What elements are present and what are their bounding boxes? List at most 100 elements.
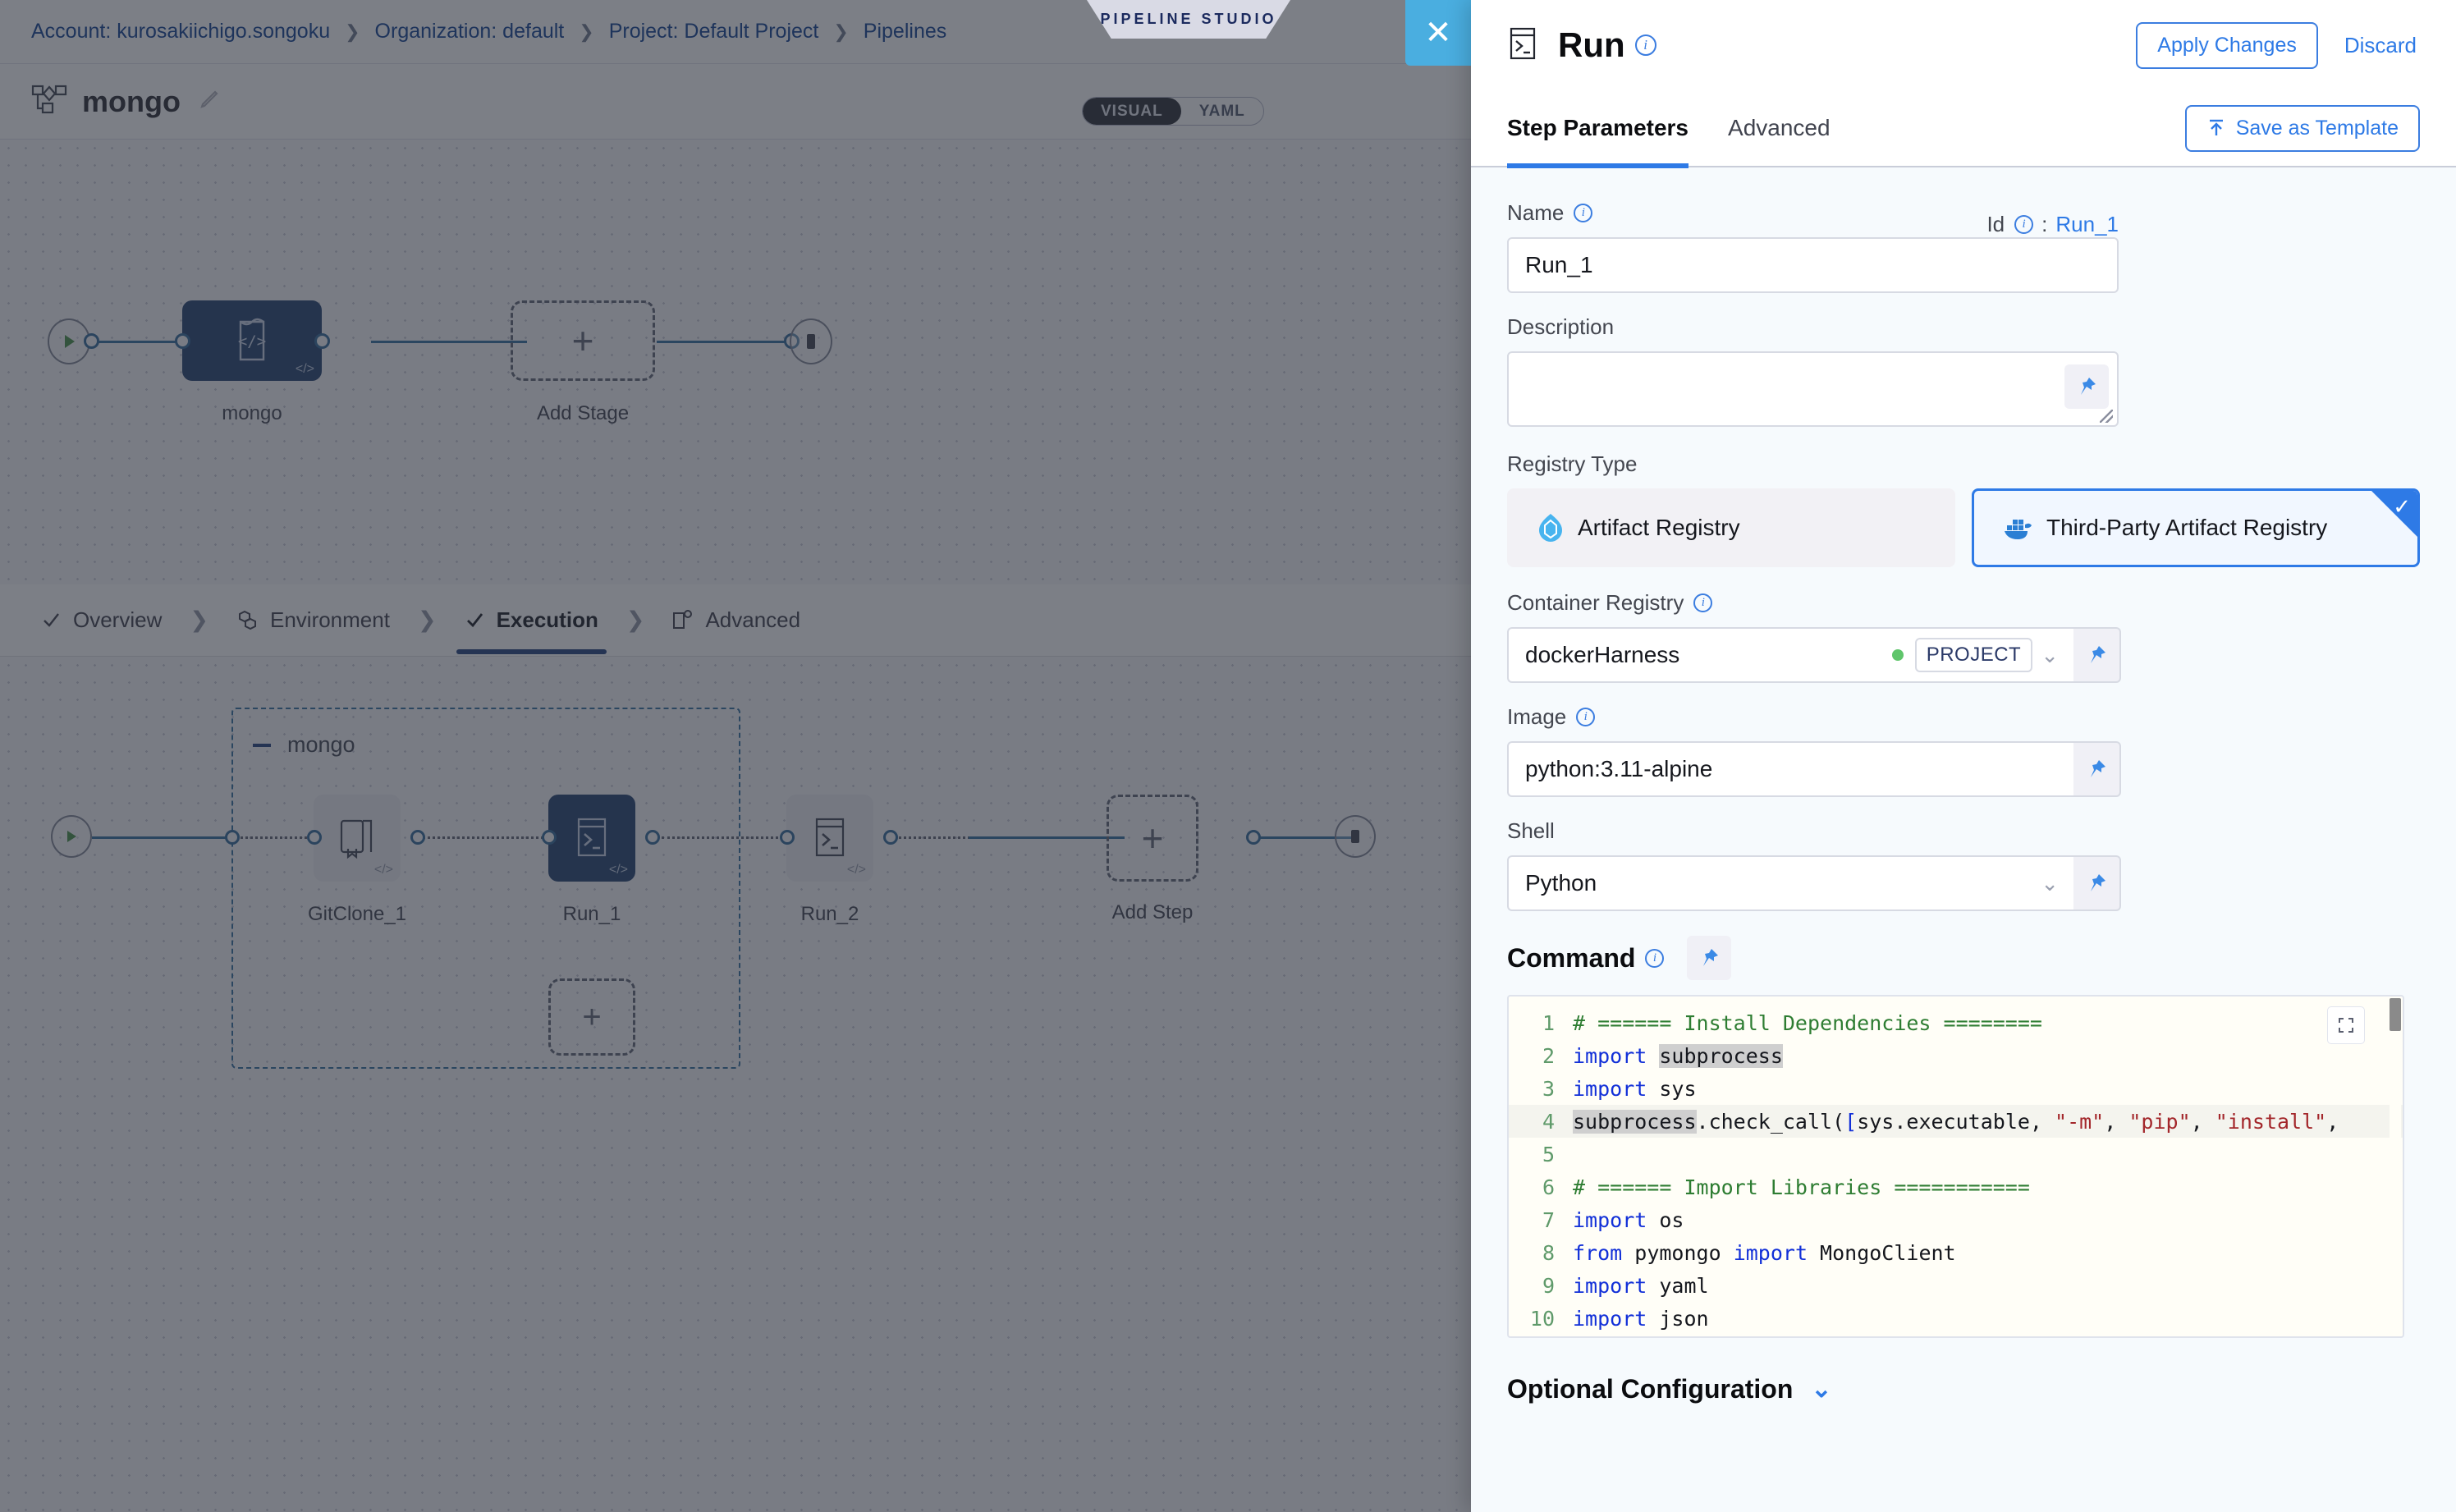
save-as-template-button[interactable]: Save as Template [2184, 104, 2420, 152]
check-icon [41, 610, 62, 630]
breadcrumb-separator-icon: ❯ [579, 21, 594, 42]
stage-tab-overview[interactable]: Overview [41, 607, 162, 633]
stage-node-label: mongo [222, 402, 282, 424]
info-icon[interactable]: i [2014, 215, 2034, 234]
step-node-label: GitClone_1 [307, 903, 407, 925]
connector [90, 341, 182, 343]
code-line: 5 [1509, 1138, 2403, 1171]
port-dot [175, 333, 190, 349]
tab-step-parameters[interactable]: Step Parameters [1507, 89, 1689, 168]
command-code-editor[interactable]: 1# ====== Install Dependencies ========2… [1507, 995, 2404, 1338]
chevron-down-icon[interactable]: ⌄ [2041, 642, 2059, 667]
code-line-number: 3 [1542, 1076, 1555, 1101]
code-line-text[interactable]: import os [1573, 1207, 1684, 1232]
shell-row: Python ⌄ [1507, 855, 2420, 911]
tab-separator-icon: ❯ [625, 607, 645, 632]
pin-icon[interactable] [2064, 364, 2109, 409]
visual-yaml-toggle[interactable]: VISUAL YAML [1082, 97, 1264, 126]
registry-option-artifact-registry[interactable]: Artifact Registry [1507, 488, 1955, 567]
add-step-button[interactable]: + [1107, 795, 1198, 882]
code-line-text[interactable]: from pymongo import MongoClient [1573, 1240, 1956, 1265]
description-textarea[interactable] [1507, 351, 2119, 427]
pin-icon[interactable] [2073, 855, 2121, 911]
add-stage-button[interactable]: + [511, 300, 655, 381]
stage-tab-label: Execution [496, 607, 598, 632]
chevron-down-icon[interactable]: ⌄ [1811, 1376, 1832, 1403]
breadcrumb-item-pipelines[interactable]: Pipelines [863, 20, 947, 43]
optional-configuration-toggle[interactable]: Optional Configuration ⌄ [1507, 1374, 2420, 1404]
resize-grip-icon[interactable] [2100, 410, 2113, 423]
toggle-yaml[interactable]: YAML [1198, 102, 1245, 120]
step-id-display: Id i : Run_1 [1986, 212, 2119, 237]
port-dot [410, 830, 425, 845]
info-icon[interactable]: i [1576, 708, 1596, 726]
image-input[interactable]: python:3.11-alpine [1507, 741, 2073, 797]
collapse-icon[interactable] [253, 743, 271, 747]
code-line-text[interactable]: import sys [1573, 1076, 1697, 1101]
container-registry-label: Container Registry [1507, 590, 1684, 615]
pin-icon[interactable] [1687, 936, 1732, 980]
code-line-text[interactable]: # ====== Install Dependencies ======== [1573, 1010, 2042, 1035]
terminal-icon [577, 818, 607, 857]
step-node-run-2[interactable]: </> [786, 795, 873, 882]
code-line-number: 7 [1542, 1207, 1555, 1232]
code-line-number: 4 [1542, 1109, 1555, 1134]
pin-icon[interactable] [2073, 627, 2121, 683]
container-registry-select[interactable]: dockerHarness PROJECT ⌄ [1507, 627, 2073, 683]
toggle-visual[interactable]: VISUAL [1083, 98, 1181, 125]
stage-tab-execution[interactable]: Execution [456, 607, 607, 654]
stage-tab-environment[interactable]: Environment [236, 607, 390, 633]
editor-scrollbar[interactable] [2390, 997, 2401, 1336]
code-line-text[interactable]: import yaml [1573, 1273, 1709, 1298]
close-icon[interactable]: ✕ [1405, 0, 1471, 66]
pin-icon[interactable] [2073, 741, 2121, 797]
port-dot [883, 830, 898, 845]
pipeline-studio-tag: PIPELINE STUDIO [1087, 0, 1290, 39]
pencil-icon[interactable] [197, 87, 222, 116]
svg-text:</>: </> [238, 332, 266, 351]
code-line-text[interactable]: # ====== Import Libraries =========== [1573, 1175, 2030, 1199]
stage-node-mongo[interactable]: </> </> [182, 300, 322, 381]
breadcrumb-item-project[interactable]: Project: Default Project [608, 20, 819, 43]
registry-option-label: Artifact Registry [1578, 515, 1740, 540]
step-node-gitclone-1[interactable]: </> [314, 795, 401, 882]
code-line-text[interactable]: subprocess.check_call([sys.executable, "… [1573, 1109, 2339, 1134]
image-label-row: Image i [1507, 704, 2420, 730]
info-icon[interactable]: i [1693, 593, 1713, 612]
step-node-run-1[interactable]: </> [548, 795, 635, 882]
image-label: Image [1507, 704, 1567, 729]
tab-advanced[interactable]: Advanced [1728, 115, 1831, 140]
add-stage-label: Add Stage [536, 402, 630, 424]
execution-end-node[interactable] [1335, 815, 1376, 858]
registry-option-third-party-artifact-registry[interactable]: Third-Party Artifact Registry ✓ [1971, 488, 2420, 567]
tab-separator-icon: ❯ [417, 607, 437, 632]
code-line: 4 subprocess.check_call([sys.executable, … [1509, 1105, 2403, 1138]
connector-dotted [417, 836, 548, 839]
breadcrumb-item-organization[interactable]: Organization: default [374, 20, 565, 43]
port-dot [307, 830, 322, 845]
editor-scrollbar-thumb[interactable] [2390, 998, 2401, 1031]
command-header: Command i [1507, 936, 2420, 980]
step-group-header[interactable]: mongo [253, 732, 355, 758]
name-input[interactable]: Run_1 [1507, 237, 2119, 293]
stage-tab-advanced[interactable]: Advanced [672, 607, 800, 633]
step-configuration-drawer: Run i Apply Changes Discard Step Paramet… [1471, 0, 2456, 1512]
code-line-text[interactable]: import json [1573, 1306, 1709, 1331]
info-icon[interactable]: i [1645, 948, 1665, 968]
code-line-text[interactable]: import subprocess [1573, 1043, 1783, 1068]
discard-button[interactable]: Discard [2344, 32, 2417, 57]
chevron-down-icon[interactable]: ⌄ [2041, 870, 2059, 896]
info-icon[interactable]: i [1574, 204, 1593, 222]
git-clone-icon [340, 819, 373, 859]
add-parallel-step-button[interactable]: + [548, 978, 635, 1056]
apply-changes-button[interactable]: Apply Changes [2136, 21, 2318, 69]
breadcrumb-item-account[interactable]: Account: kurosakiichigo.songoku [31, 20, 331, 43]
port-dot [542, 830, 557, 845]
execution-start-node[interactable] [51, 815, 92, 858]
shell-select[interactable]: Python ⌄ [1507, 855, 2073, 911]
expand-icon[interactable] [2327, 1006, 2365, 1044]
info-icon[interactable]: i [1634, 34, 1656, 56]
pipeline-end-node[interactable] [790, 318, 832, 364]
